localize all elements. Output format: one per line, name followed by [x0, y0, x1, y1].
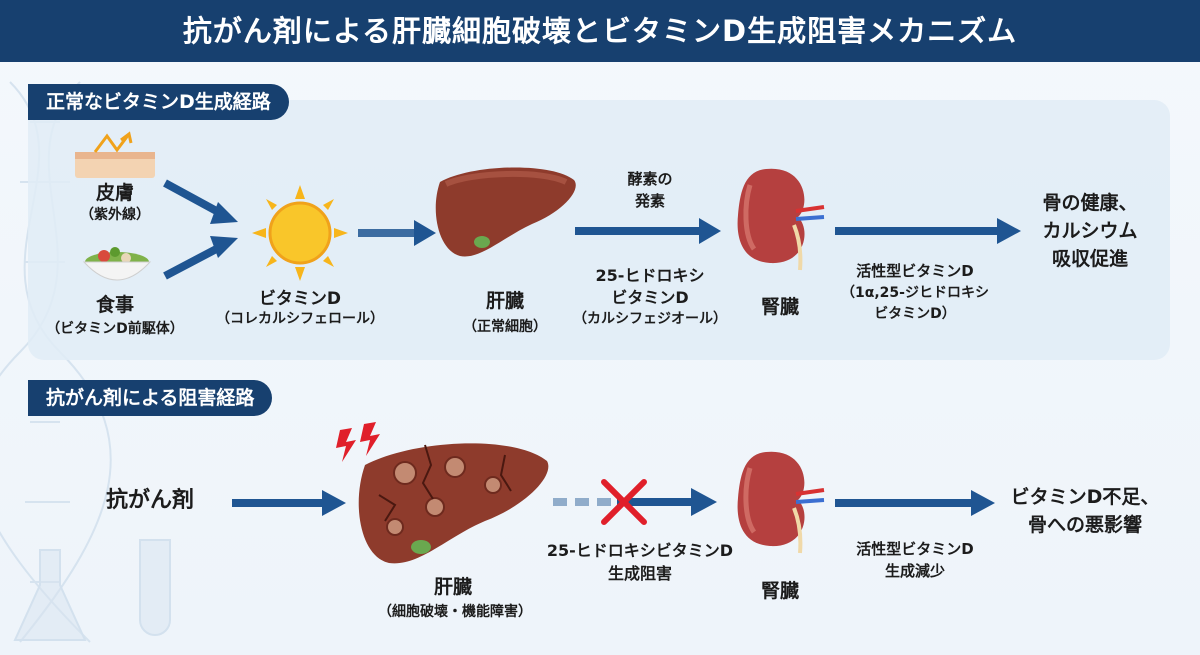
arrow-skin-to-vitd [163, 179, 238, 224]
hydroxy-line2: ビタミンD [611, 288, 689, 307]
block-line1: 25-ヒドロキシビタミンD [546, 541, 734, 560]
arrow-liver-to-kidney [575, 218, 721, 244]
food-label: 食事 [95, 294, 134, 316]
vitd-sub: （コレカルシフェロール） [216, 311, 384, 327]
deficiency-line2: 骨への悪影響 [1027, 514, 1142, 536]
vitd-label: ビタミンD [258, 289, 342, 309]
arrow-kidney2-to-outcome [835, 490, 995, 516]
active-line1: 活性型ビタミンD [856, 262, 974, 280]
page-title: 抗がん剤による肝臓細胞破壊とビタミンD生成阻害メカニズム [0, 0, 1200, 62]
block-cross-icon [601, 479, 647, 525]
kidney-label: 腎臓 [760, 296, 799, 318]
drug-label: 抗がん剤 [105, 488, 194, 513]
enzyme-line1: 酵素の [627, 170, 673, 188]
reduced-line1: 活性型ビタミンD [856, 540, 974, 558]
damaged-liver-icon [358, 443, 549, 564]
healthy-liver-icon [435, 167, 576, 257]
damaged-liver-label: 肝臓 [433, 576, 472, 598]
skin-sub: （紫外線） [80, 207, 150, 223]
enzyme-line2: 発素 [634, 192, 665, 210]
sun-icon [252, 185, 348, 281]
kidney-icon [737, 168, 825, 271]
deficiency-line1: ビタミンD不足、 [1010, 486, 1160, 508]
damaged-liver-sub: （細胞破壊・機能障害） [378, 604, 532, 620]
kidney-label-2: 腎臓 [760, 580, 799, 602]
salad-bowl-icon [82, 247, 152, 281]
reduced-line2: 生成減少 [884, 562, 945, 580]
arrow-drug-to-liver [232, 490, 346, 516]
hydroxy-line1: 25-ヒドロキシ [595, 266, 705, 285]
blocked-arrow [553, 488, 717, 516]
lightning-icon [336, 422, 380, 462]
normal-pathway-heading: 正常なビタミンD生成経路 [28, 84, 289, 120]
active-line2: （1α,25-ジヒドロキシ [841, 285, 989, 301]
arrow-food-to-vitd [163, 236, 238, 280]
arrow-vitd-to-liver [358, 220, 436, 246]
food-sub: （ビタミンD前駆体） [46, 321, 184, 337]
inhibit-pathway-heading: 抗がん剤による阻害経路 [28, 380, 273, 416]
active-line3: ビタミンD） [874, 306, 956, 322]
liver-sub: （正常細胞） [463, 319, 547, 335]
kidney-icon-2 [737, 451, 825, 554]
skin-uv-icon [75, 131, 155, 178]
block-line2: 生成阻害 [607, 564, 672, 583]
liver-label: 肝臓 [485, 290, 524, 312]
flask-decoration [13, 539, 171, 641]
outcome-line2: カルシウム [1042, 220, 1138, 242]
outcome-line3: 吸収促進 [1051, 248, 1128, 270]
arrow-kidney-to-outcome [835, 218, 1021, 244]
outcome-line1: 骨の健康、 [1042, 192, 1138, 214]
hydroxy-sub: （カルシフェジオール） [573, 311, 727, 327]
skin-label: 皮膚 [95, 182, 134, 204]
